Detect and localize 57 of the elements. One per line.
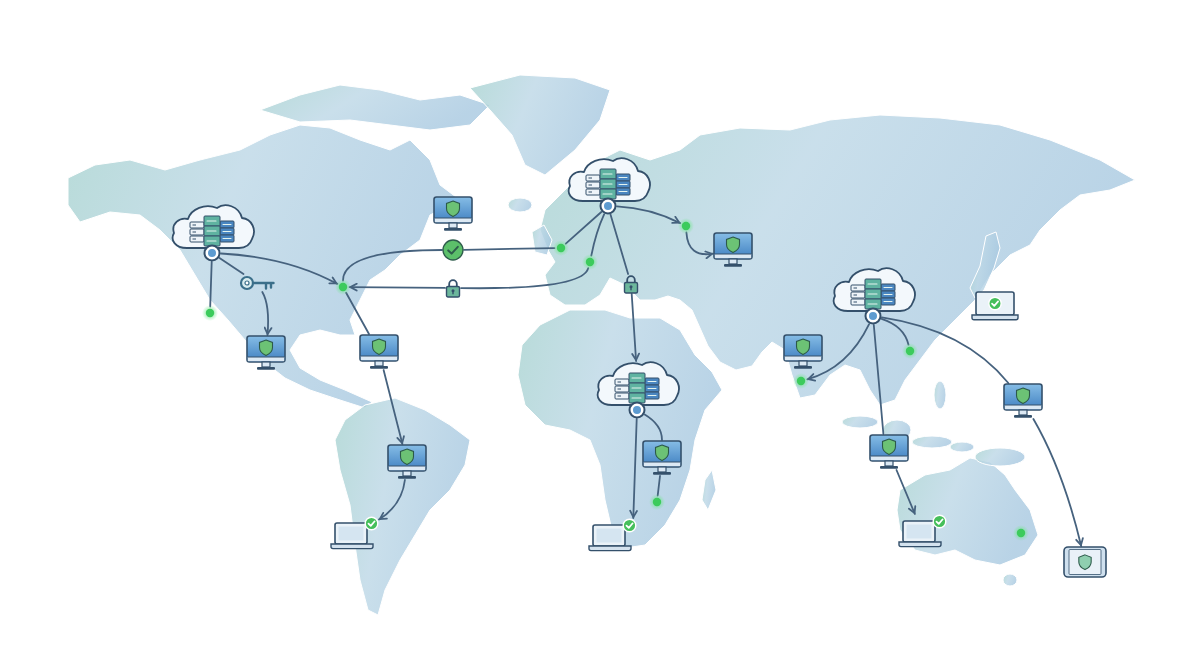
location-dot-icon — [582, 254, 598, 270]
connector-line — [218, 257, 245, 275]
connector-line — [656, 475, 661, 497]
connector-line — [881, 316, 1010, 384]
monitor-shield-icon — [433, 196, 473, 232]
monitor-shield-icon — [387, 444, 427, 480]
laptop-check-icon — [329, 516, 379, 550]
connector-line — [643, 413, 663, 441]
location-dot-icon — [202, 305, 218, 321]
key-icon — [239, 274, 275, 292]
monitor-shield-icon — [783, 334, 823, 370]
arrow — [378, 479, 406, 521]
arrow — [629, 418, 638, 519]
location-dot-icon — [902, 343, 918, 359]
connector-line — [564, 211, 603, 245]
arrow — [382, 369, 405, 445]
cloud-server-icon — [171, 204, 255, 262]
location-dot-icon — [678, 218, 694, 234]
monitor-shield-icon — [642, 440, 682, 476]
connector-line — [609, 213, 629, 275]
cloud-server-icon — [596, 361, 680, 419]
connector-line — [590, 213, 606, 257]
monitor-shield-icon — [1003, 383, 1043, 419]
cloud-server-icon — [832, 267, 916, 325]
arrow — [630, 293, 640, 362]
connector-line — [463, 247, 556, 251]
location-dot-icon — [553, 240, 569, 256]
arrow — [685, 231, 714, 259]
tablet-shield-icon — [1063, 546, 1107, 578]
connector-line — [460, 267, 590, 290]
arrow — [806, 323, 870, 382]
location-dot-icon — [1013, 525, 1029, 541]
monitor-shield-icon — [359, 334, 399, 370]
arrow — [348, 282, 446, 292]
location-dot-icon — [649, 494, 665, 510]
connector-line — [342, 249, 443, 282]
arrow — [261, 291, 273, 336]
arrow — [895, 469, 917, 515]
monitor-shield-icon — [869, 434, 909, 470]
check-circle-icon — [442, 239, 464, 261]
monitor-shield-icon — [713, 232, 753, 268]
connector-line — [872, 324, 885, 435]
arrow — [1032, 418, 1084, 547]
laptop-check-icon — [971, 291, 1019, 321]
cloud-server-icon — [567, 157, 651, 215]
padlock-icon — [623, 274, 639, 294]
arrow — [220, 252, 339, 285]
padlock-icon — [445, 278, 461, 298]
location-dot-icon — [793, 373, 809, 389]
connector-line — [345, 291, 370, 335]
monitor-shield-icon — [246, 335, 286, 371]
laptop-check-icon — [897, 514, 947, 548]
arrow — [616, 205, 682, 224]
connector-line — [880, 317, 910, 346]
connector-line — [209, 261, 213, 308]
location-dot-icon — [335, 279, 351, 295]
laptop-check-icon — [587, 518, 637, 552]
